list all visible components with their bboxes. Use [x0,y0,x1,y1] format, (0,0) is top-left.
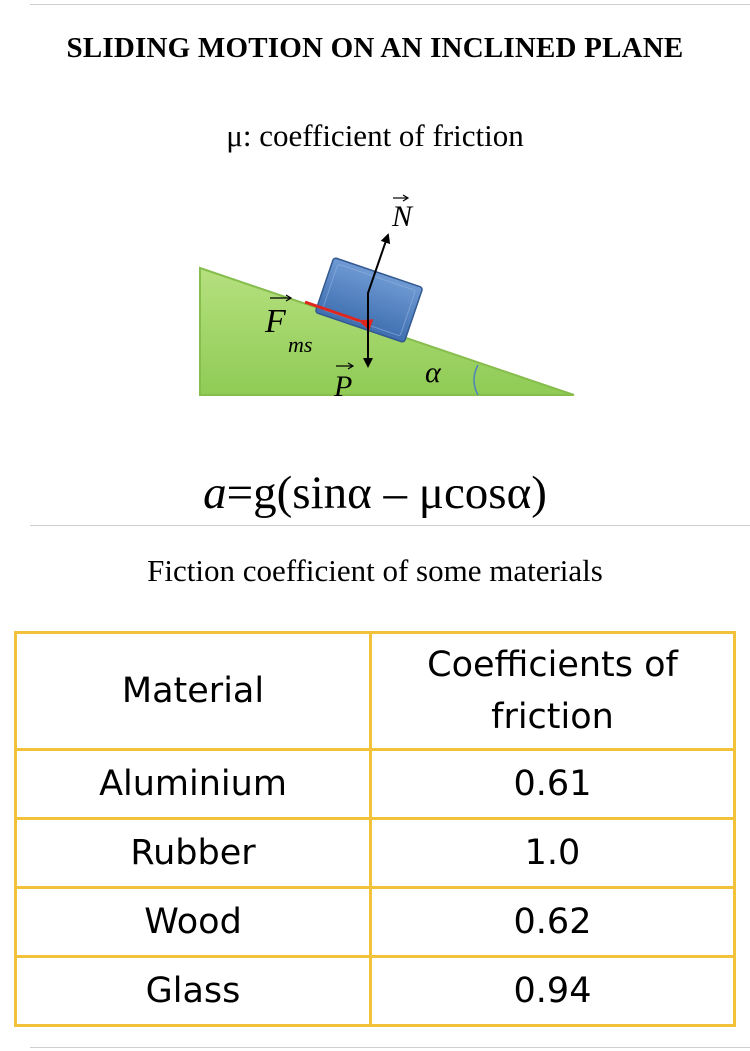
friction-coefficient-definition: μ: coefficient of friction [226,118,524,153]
formula-rhs: g(sinα – μcosα) [253,467,547,519]
friction-coefficient-table: Material Coefficients of friction Alumin… [14,631,736,1027]
svg-text:F: F [264,303,287,340]
angle-label: α [425,356,442,389]
material-cell: Glass [14,955,372,1027]
coefficient-cell: 0.94 [369,955,736,1027]
acceleration-formula: a=g(sinα – μcosα) [0,466,750,520]
page-title: SLIDING MOTION ON AN INCLINED PLANE [66,32,684,64]
table-header-row: Material Coefficients of friction [14,631,736,751]
middle-divider [30,525,750,526]
svg-text:ms: ms [288,332,312,357]
top-divider [30,4,750,5]
coefficient-cell: 0.62 [369,886,736,958]
table-row: Glass 0.94 [14,955,736,1027]
inclined-plane-diagram: α N P F ms [199,194,575,403]
bottom-divider [30,1047,750,1048]
table-row: Rubber 1.0 [14,817,736,889]
svg-text:N: N [391,200,414,233]
coefficient-cell: 0.61 [369,748,736,820]
header-coefficient: Coefficients of friction [369,631,736,751]
formula-lhs: a [203,467,227,519]
material-cell: Wood [14,886,372,958]
table-caption: Fiction coefficient of some materials [147,553,603,588]
coefficient-cell: 1.0 [369,817,736,889]
header-coefficient-text: Coefficients of friction [427,645,678,737]
weight-label: P [333,362,355,403]
material-cell: Rubber [14,817,372,889]
normal-force-arrow [367,233,391,323]
friction-force-arrow [304,300,374,331]
table-row: Wood 0.62 [14,886,736,958]
normal-force-label: N [391,194,414,233]
friction-force-label: F ms [264,294,312,357]
formula-equals: = [226,467,254,519]
angle-arc [473,364,479,396]
table-row: Aluminium 0.61 [14,748,736,820]
header-material: Material [14,631,372,751]
svg-text:P: P [333,370,352,403]
material-cell: Aluminium [14,748,372,820]
